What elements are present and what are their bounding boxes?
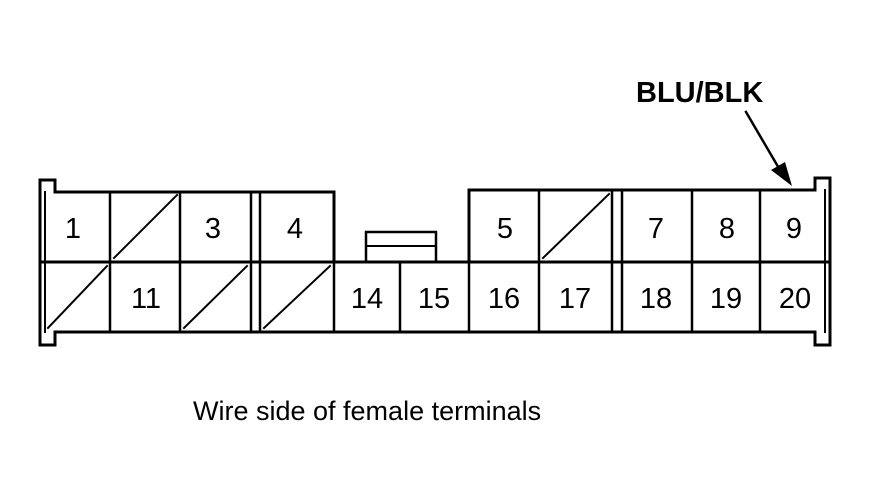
empty-cavity-slash (112, 193, 179, 260)
pin-label-5: 5 (497, 213, 513, 245)
diagram-caption: Wire side of female terminals (193, 396, 541, 426)
pin-label-19: 19 (710, 283, 742, 315)
wire-pointer-arrowhead (771, 162, 792, 186)
pin-label-18: 18 (640, 283, 672, 315)
pin-label-15: 15 (418, 283, 450, 315)
wire-color-label: BLU/BLK (636, 77, 763, 109)
pin-label-20: 20 (779, 283, 811, 315)
housing-left-outline (38, 178, 336, 347)
pin-label-14: 14 (351, 283, 383, 315)
pin-label-3: 3 (205, 213, 221, 245)
empty-cavity-slash (541, 192, 611, 260)
wire-pointer-line (744, 110, 782, 172)
empty-cavity-slash (182, 264, 249, 330)
pin-label-1: 1 (65, 213, 81, 245)
pin-label-8: 8 (719, 213, 735, 245)
pin-label-9: 9 (786, 213, 802, 245)
pin-label-4: 4 (287, 213, 303, 245)
pin-label-17: 17 (559, 283, 591, 315)
pin-label-7: 7 (648, 213, 664, 245)
pin-label-16: 16 (488, 283, 520, 315)
housing-right-outline (332, 176, 832, 347)
empty-cavity-slash (46, 264, 109, 330)
empty-cavity-slash (262, 264, 332, 330)
pin-label-11: 11 (131, 283, 161, 315)
